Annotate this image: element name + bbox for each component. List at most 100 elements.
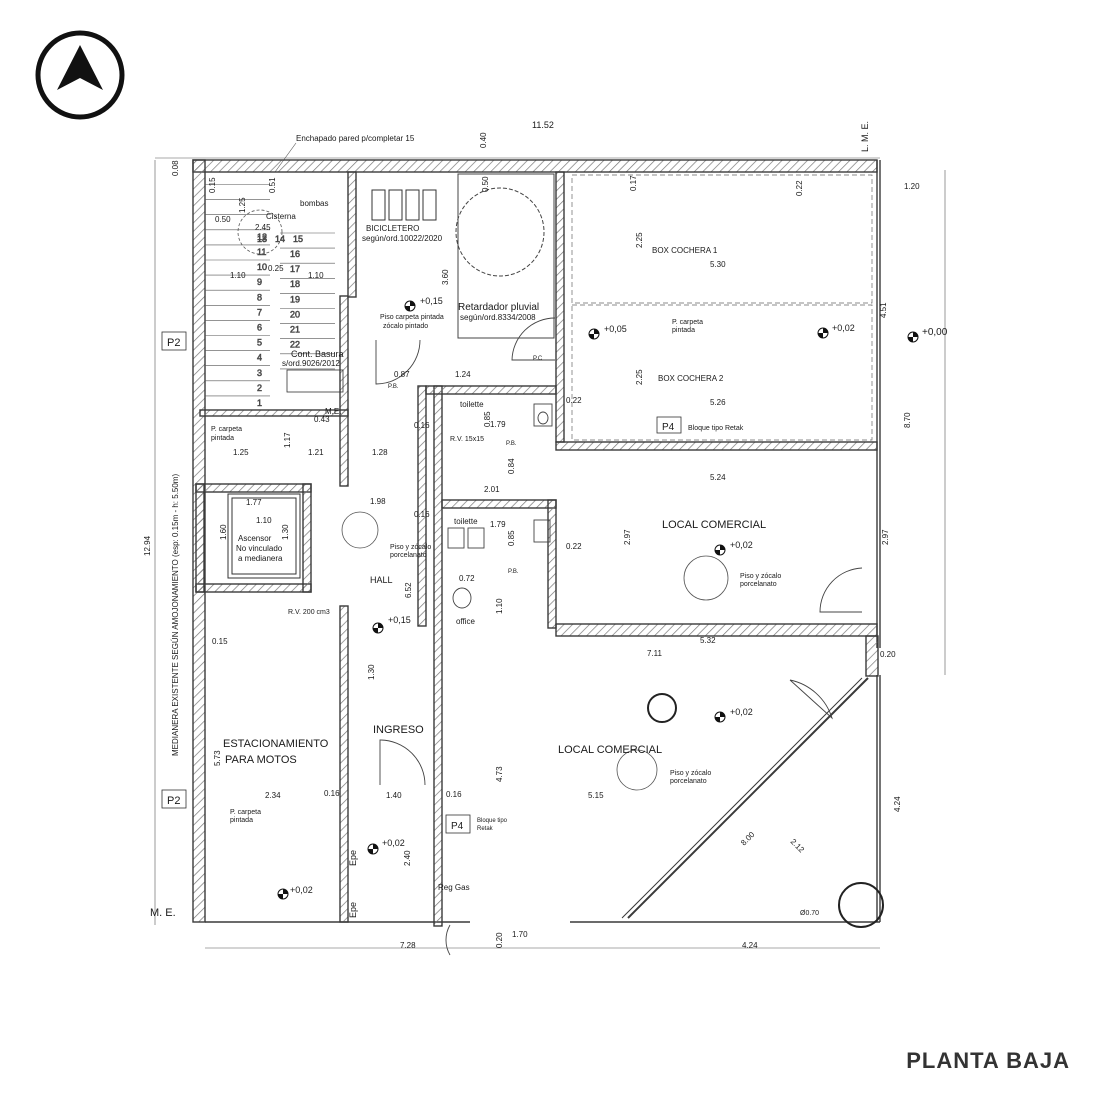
p4-note-lower-2: Retak: [477, 826, 494, 832]
svg-text:1.30: 1.30: [281, 524, 290, 540]
bombas-label: bombas: [300, 199, 328, 208]
toilette-label-upper: toilette: [460, 400, 484, 409]
svg-text:5.24: 5.24: [710, 473, 726, 482]
level-000: +0,00: [922, 327, 948, 338]
level-marker-icon: [404, 300, 416, 312]
svg-text:0.85: 0.85: [483, 411, 492, 427]
retardador-label: Retardador pluvial: [458, 302, 539, 313]
local-comercial-2-label: LOCAL COMERCIAL: [558, 744, 662, 756]
svg-text:4.73: 4.73: [495, 766, 504, 782]
retardador-tank: [455, 173, 555, 339]
svg-text:2.97: 2.97: [623, 529, 632, 545]
svg-text:5.73: 5.73: [213, 750, 222, 766]
svg-text:1.21: 1.21: [308, 448, 324, 457]
stair-step-number: 12: [257, 232, 267, 242]
stair-step-number: 6: [257, 323, 262, 333]
svg-text:0.16: 0.16: [446, 790, 462, 799]
level-002-motos: +0,02: [290, 885, 313, 895]
svg-text:1.40: 1.40: [386, 791, 402, 800]
level-markers: [277, 300, 919, 900]
svg-text:1.25: 1.25: [238, 197, 247, 213]
svg-text:2.12: 2.12: [789, 837, 807, 855]
svg-text:1.10: 1.10: [495, 598, 504, 614]
dimension-labels: 2.45 0.50 1.10 0.25 1.10 1.20 5.30 5.26 …: [212, 182, 920, 950]
p2-tag-upper: P2: [161, 331, 187, 351]
svg-text:2.34: 2.34: [265, 791, 281, 800]
estacionamiento-label: ESTACIONAMIENTO: [223, 738, 329, 750]
stair-step-number: 10: [257, 262, 267, 272]
svg-text:7.11: 7.11: [647, 649, 663, 658]
cont-basura-ord: s/ord.9026/2012: [282, 359, 340, 368]
svg-text:1.28: 1.28: [372, 448, 388, 457]
svg-text:0.50: 0.50: [481, 176, 490, 192]
svg-text:0.20: 0.20: [495, 932, 504, 948]
diagonal-facade: [627, 677, 869, 919]
svg-text:4.24: 4.24: [742, 941, 758, 950]
stair-step-number: 9: [257, 277, 262, 287]
stair-step-number: 14: [275, 234, 285, 244]
total-depth-dim: 12.94: [143, 535, 152, 556]
box-cochera-2-label: BOX COCHERA 2: [658, 374, 724, 383]
svg-text:2.40: 2.40: [403, 850, 412, 866]
svg-text:P4: P4: [451, 821, 464, 832]
svg-text:0.51: 0.51: [268, 177, 277, 193]
svg-text:0.16: 0.16: [414, 421, 430, 430]
svg-text:6.52: 6.52: [404, 582, 413, 598]
svg-text:1.77: 1.77: [246, 498, 262, 507]
svg-text:1.79: 1.79: [490, 520, 506, 529]
svg-text:0.50: 0.50: [215, 215, 231, 224]
enchapado-note: Enchapado pared p/completar 15: [296, 134, 415, 143]
office-label: office: [456, 617, 476, 626]
a-medianera-label: a medianera: [238, 554, 283, 563]
stair-step-number: 5: [257, 338, 262, 348]
stair-step-number: 4: [257, 353, 262, 363]
ingreso-label: INGRESO: [373, 724, 424, 736]
p-carpeta-label-left: P. carpeta: [211, 426, 242, 433]
lme-label: L. M. E.: [860, 121, 870, 152]
me-label: M. E.: [150, 907, 176, 919]
p4-note-upper: Bloque tipo Retak: [688, 425, 744, 432]
p4-tag-lower: P4: [445, 814, 471, 834]
north-arrow-icon: [35, 30, 125, 120]
cisterna-label: Cisterna: [266, 212, 296, 221]
dim-040-top: 0.40: [479, 132, 488, 148]
rv-15-label: R.V. 15x15: [450, 436, 484, 443]
level-005: +0,05: [604, 324, 627, 334]
svg-text:0.43: 0.43: [314, 415, 330, 424]
svg-text:P2: P2: [167, 795, 180, 807]
stair-step-number: 15: [293, 234, 303, 244]
svg-text:1.20: 1.20: [904, 182, 920, 191]
svg-text:0.20: 0.20: [880, 650, 896, 659]
svg-text:0.84: 0.84: [507, 458, 516, 474]
box-cochera-1-label: BOX COCHERA 1: [652, 246, 718, 255]
svg-text:1.60: 1.60: [219, 524, 228, 540]
local-comercial-1-label: LOCAL COMERCIAL: [662, 519, 766, 531]
svg-text:0.87: 0.87: [394, 370, 410, 379]
stair-step-number: 22: [290, 340, 300, 350]
svg-text:0.25: 0.25: [268, 264, 284, 273]
stair-step-number: 3: [257, 368, 262, 378]
piso-zocalo-hall: Piso y zócalo: [390, 544, 431, 551]
toilette-label-lower: toilette: [454, 517, 478, 526]
p2-tag-lower: P2: [161, 789, 187, 809]
svg-text:1.25: 1.25: [233, 448, 249, 457]
medianera-note: MEDIANERA EXISTENTE SEGÚN AMOJONAMIENTO …: [171, 474, 180, 756]
zocalo-pintado-label: zócalo pintado: [383, 323, 428, 330]
no-vinculado-label: No vinculado: [236, 544, 283, 553]
basura-containers: [286, 369, 344, 393]
page-title: PLANTA BAJA: [906, 1048, 1070, 1073]
stair-step-number: 17: [290, 264, 300, 274]
stair-step-number: 7: [257, 307, 262, 317]
svg-text:5.26: 5.26: [710, 398, 726, 407]
svg-text:0.22: 0.22: [566, 542, 582, 551]
piso-zocalo-2: Piso y zócalo: [670, 770, 711, 777]
stair-step-number: 21: [290, 325, 300, 335]
stair-step-number: 11: [257, 247, 266, 257]
stair-step-number: 8: [257, 292, 262, 302]
svg-text:0.22: 0.22: [566, 396, 582, 405]
doors: [375, 317, 863, 956]
level-002-local1: +0,02: [730, 540, 753, 550]
svg-text:4.51: 4.51: [879, 302, 888, 318]
